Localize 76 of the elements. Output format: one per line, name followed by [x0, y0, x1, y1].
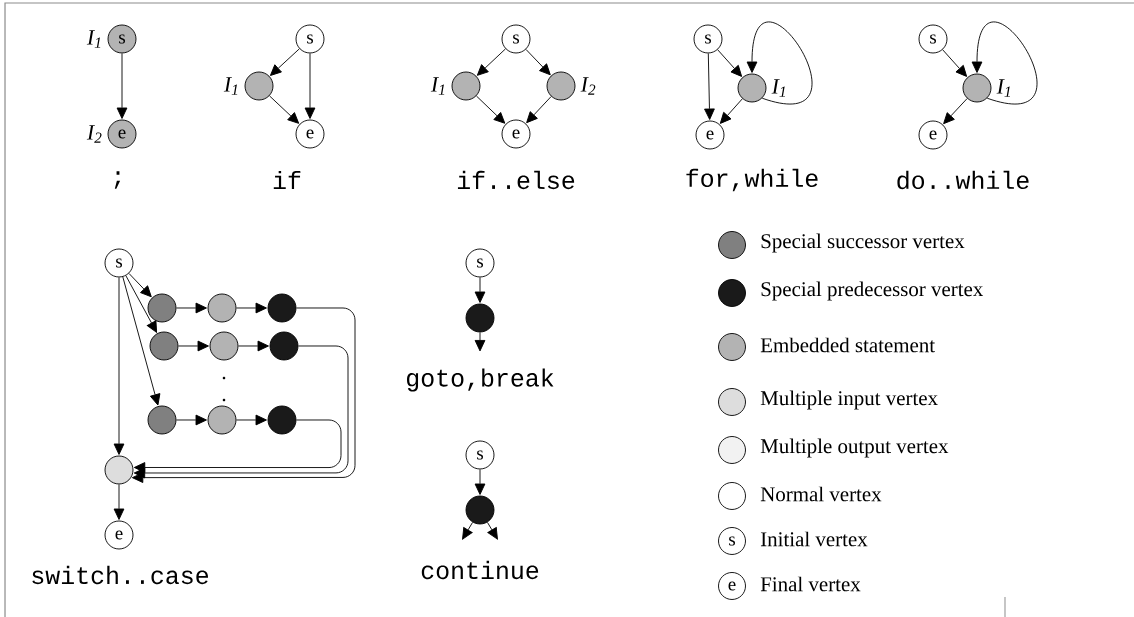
arrow: [125, 275, 158, 333]
vertex-circle: [207, 293, 237, 323]
arrow: [269, 95, 300, 124]
construct-caption: do..while: [897, 170, 1029, 190]
construct-caption: goto,break: [407, 368, 554, 392]
construct-caption: switch..case: [32, 565, 208, 585]
vertex-circle: [267, 405, 297, 435]
legend-text: Initial vertex: [760, 531, 868, 547]
vertex-label: I$_{1}$: [430, 77, 445, 95]
arrow: [133, 419, 342, 473]
vertex-label: I$_{2}$: [580, 77, 596, 95]
vertex-circle: [465, 495, 495, 525]
construct-caption: ;: [114, 171, 121, 189]
vertex-label: I$_{2}$: [86, 125, 102, 143]
arrow: [304, 53, 316, 119]
vertex-circle: [207, 405, 237, 435]
arrow: [476, 48, 506, 76]
arrow: [270, 48, 300, 76]
arrow: [719, 98, 743, 124]
vertex-circle: [269, 331, 299, 361]
legend-text: Embedded statement: [760, 337, 935, 353]
legend-letter: e: [728, 581, 736, 591]
arrow: [236, 414, 267, 426]
legend-letter: s: [729, 536, 735, 546]
arrow: [122, 276, 161, 406]
vertex-circle: [465, 303, 495, 333]
legend-text: Normal vertex: [760, 486, 882, 502]
arrow: [717, 49, 743, 77]
arrow: [131, 307, 356, 483]
vertex-label: I$_{1}$: [996, 79, 1010, 97]
arrow: [128, 273, 152, 298]
arrow: [236, 302, 267, 314]
arrow: [474, 332, 486, 352]
legend-text: Multiple input vertex: [760, 390, 938, 410]
construct-caption: for,while: [686, 168, 818, 192]
arrow: [526, 96, 552, 124]
arrow: [971, 21, 1038, 105]
vertex-label: I$_{1}$: [223, 77, 238, 95]
arrow: [178, 340, 209, 352]
legend-text: Multiple output vertex: [760, 438, 949, 458]
arrow: [525, 49, 551, 76]
arrow: [476, 95, 506, 124]
construct-caption: if..else: [457, 170, 575, 190]
vertex-circle: [104, 455, 134, 485]
arrow: [942, 49, 968, 77]
vertex-circle: [267, 293, 297, 323]
arrow: [238, 340, 269, 352]
legend-text: Final vertex: [760, 576, 861, 592]
construct-caption: continue: [421, 560, 539, 580]
legend-text: Special predecessor vertex: [761, 281, 984, 301]
arrow: [113, 484, 125, 520]
arrow: [474, 277, 486, 303]
vertex-circle: [546, 71, 576, 101]
arrow: [487, 521, 498, 540]
arrow: [176, 302, 207, 314]
arrow: [462, 521, 473, 540]
arrow: [746, 21, 813, 105]
vertex-label: I$_{1}$: [86, 30, 101, 48]
arrow: [704, 53, 715, 120]
vertex-circle: [149, 331, 179, 361]
vertex-circle: [737, 73, 767, 103]
vertex-circle: [147, 293, 177, 323]
vertex-circle: [244, 71, 274, 101]
arrow: [176, 414, 207, 426]
construct-caption: if: [273, 170, 301, 189]
vertex-circle: [147, 405, 177, 435]
vertex-circle: [451, 71, 481, 101]
arrow: [113, 277, 125, 455]
vertex-label: I$_{1}$: [771, 79, 785, 97]
arrow: [474, 469, 486, 495]
arrow: [943, 98, 968, 125]
vertex-circle: [962, 73, 992, 103]
vertex-circle: [209, 331, 239, 361]
legend-text: Special successor vertex: [761, 233, 965, 253]
arrow: [116, 53, 128, 119]
arrow: [133, 345, 349, 479]
